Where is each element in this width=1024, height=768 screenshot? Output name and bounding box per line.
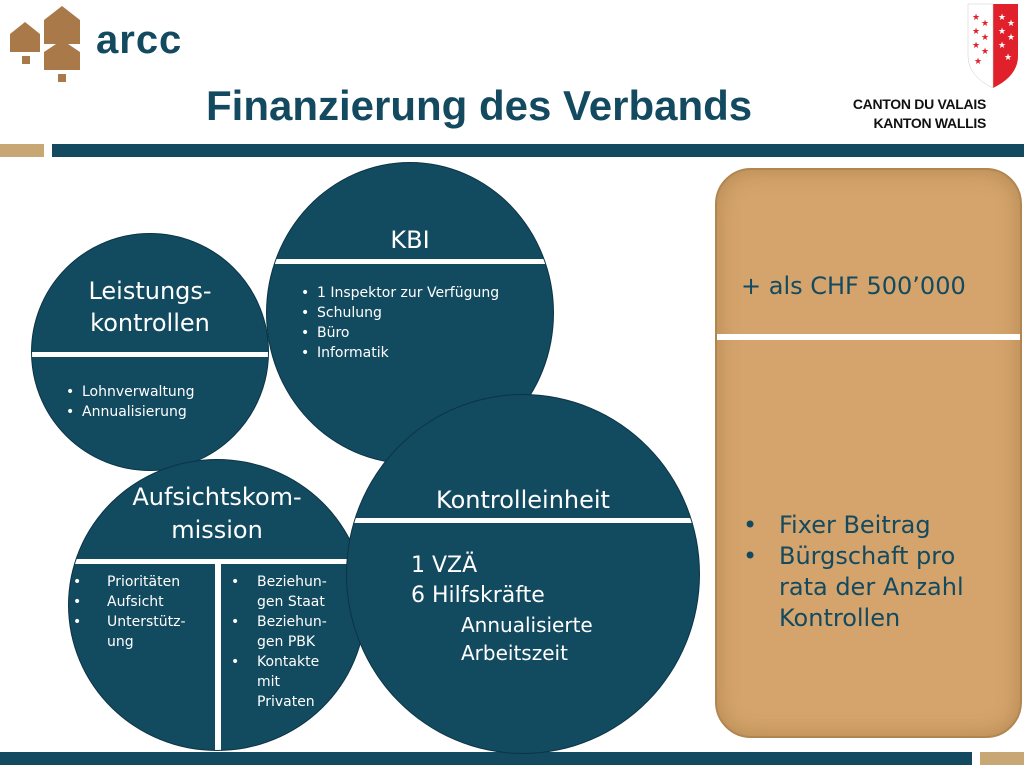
svg-text:★: ★ [998,41,1006,51]
financing-amount: + als CHF 500’000 [741,272,966,300]
list-item: Bürgschaft pro rata der Anzahl Kontrolle… [739,541,999,634]
svg-text:★: ★ [981,33,989,43]
svg-text:★: ★ [1007,19,1015,29]
svg-text:★: ★ [974,57,982,67]
kontrolleinheit-divider [347,518,699,523]
list-item: Aufsicht [69,592,189,612]
leistungskontrollen-title-line1: Leistungs- [88,277,212,305]
kontrolleinheit-helpers: 6 Hilfskräfte [411,583,545,608]
svg-text:★: ★ [972,13,980,23]
kontrolleinheit-circle: Kontrolleinheit 1 VZÄ 6 Hilfskräfte Annu… [346,394,700,754]
list-item: Beziehun-gen PBK [227,612,339,652]
kontrolleinheit-title: Kontrolleinheit [436,486,610,514]
svg-text:★: ★ [972,27,980,37]
financing-panel: + als CHF 500’000 Fixer Beitrag Bürgscha… [715,168,1022,738]
footer-rule-accent [980,752,1024,765]
arcc-logo-icon [10,6,80,82]
canton-name-fr: CANTON DU VALAIS [852,96,986,112]
kontrolleinheit-fte: 1 VZÄ [411,553,478,578]
list-item: Prioritäten [69,572,189,592]
list-item: 1 Inspektor zur Verfügung [297,283,499,303]
aufsichtskommission-title-line2: mission [171,516,263,544]
svg-text:★: ★ [1004,53,1012,63]
aufsichtskommission-column-divider [215,559,221,750]
aufsichtskommission-list-left: Prioritäten Aufsicht Unterstütz-ung [69,572,189,652]
valais-coat-of-arms-icon: ★★ ★★ ★★ ★ ★★ ★★ ★★ [967,3,1018,89]
svg-text:★: ★ [998,27,1006,37]
aufsichtskommission-title-line1: Aufsichtskom- [132,483,302,511]
svg-text:★: ★ [998,13,1006,23]
list-item: Kontakte mit Privaten [227,652,339,712]
logo-wordmark: arcc [96,18,183,62]
kbi-divider [267,259,553,264]
svg-text:★: ★ [1007,33,1015,43]
aufsichtskommission-circle: Aufsichtskom- mission Prioritäten Aufsic… [68,459,366,751]
kbi-list: 1 Inspektor zur Verfügung Schulung Büro … [297,283,499,363]
list-item: Informatik [297,343,499,363]
panel-divider [717,334,1020,340]
svg-text:★: ★ [981,19,989,29]
svg-text:★: ★ [972,41,980,51]
leistungskontrollen-circle: Leistungs- kontrollen Lohnverwaltung Ann… [31,233,269,471]
page-title: Finanzierung des Verbands [206,82,753,129]
leistungskontrollen-title-line2: kontrollen [90,309,210,337]
list-item: Annualisierung [62,402,195,422]
list-item: Schulung [297,303,499,323]
kbi-circle: KBI 1 Inspektor zur Verfügung Schulung B… [266,162,554,464]
kbi-title: KBI [390,226,430,254]
header-rule [52,144,1024,157]
footer-rule [0,752,972,765]
leistungskontrollen-list: Lohnverwaltung Annualisierung [62,382,195,422]
list-item: Fixer Beitrag [739,510,999,541]
list-item: Beziehun-gen Staat [227,572,339,612]
canton-name-de: KANTON WALLIS [873,115,986,131]
kontrolleinheit-note-line1: Annualisierte [461,613,593,637]
kontrolleinheit-note-line2: Arbeitszeit [461,641,568,665]
svg-text:★: ★ [981,47,989,57]
list-item: Lohnverwaltung [62,382,195,402]
leistungskontrollen-divider [32,352,268,357]
list-item: Büro [297,323,499,343]
financing-list: Fixer Beitrag Bürgschaft pro rata der An… [739,510,999,634]
header-rule-accent [0,144,44,157]
list-item: Unterstütz-ung [69,612,189,652]
aufsichtskommission-list-right: Beziehun-gen Staat Beziehun-gen PBK Kont… [227,572,339,712]
